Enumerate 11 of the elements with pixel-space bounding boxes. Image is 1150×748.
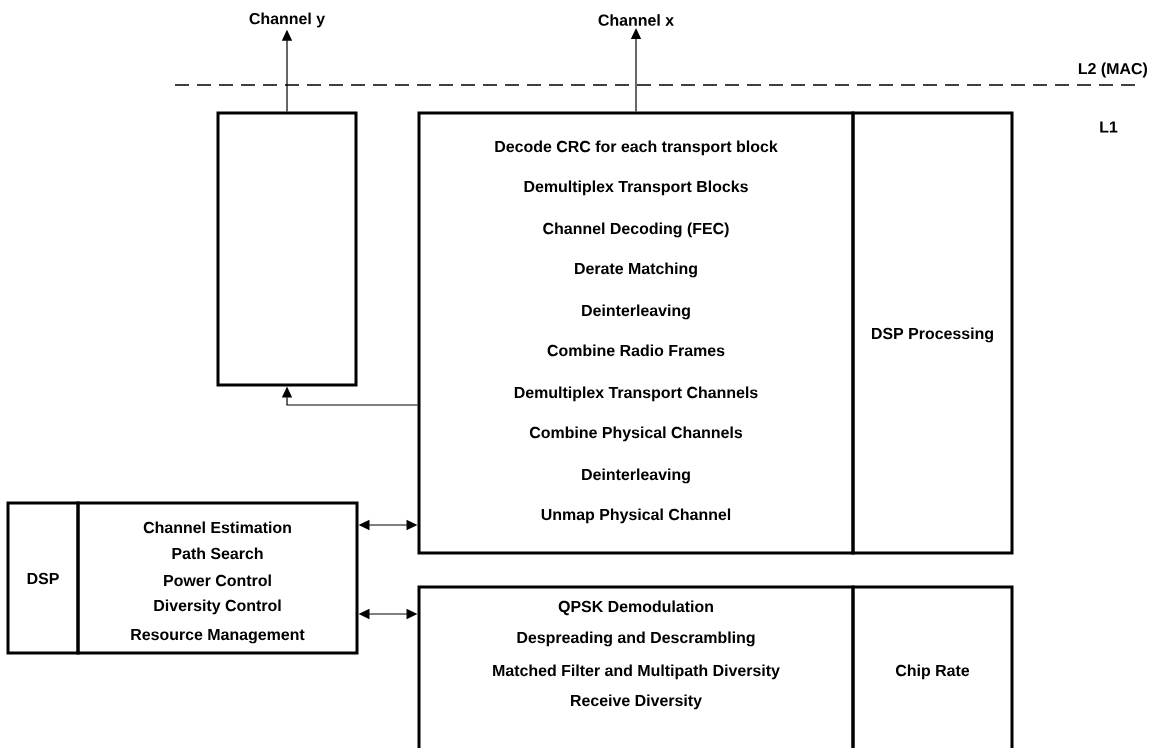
- layer-label: L1: [1100, 121, 1118, 133]
- process-box: QPSK Demodulation Despreading and Descrambling Matched Filter and Multipath Diversity Receive Diversity: [417, 585, 855, 748]
- channel-label: Channel y: [249, 12, 325, 28]
- layer-label: L2 (MAC): [1078, 62, 1147, 78]
- box: [216, 111, 358, 387]
- process-box: DSP: [6, 501, 80, 655]
- process-box: Decode CRC for each transport block Demultiplex Transport Blocks Channel Decoding (FEC) Derate Matching Deinterleaving Combine Radio Frames Demultiplex Transport Channels Combine Physical Channels Deinterleaving Unmap Physical Channel: [417, 111, 855, 555]
- process-box: Chip Rate: [851, 585, 1014, 748]
- channel-label: Channel x: [598, 14, 674, 26]
- process-box: Channel Estimation Path Search Power Control Diversity Control Resource Management: [76, 501, 359, 655]
- process-box: DSP Processing: [851, 111, 1014, 555]
